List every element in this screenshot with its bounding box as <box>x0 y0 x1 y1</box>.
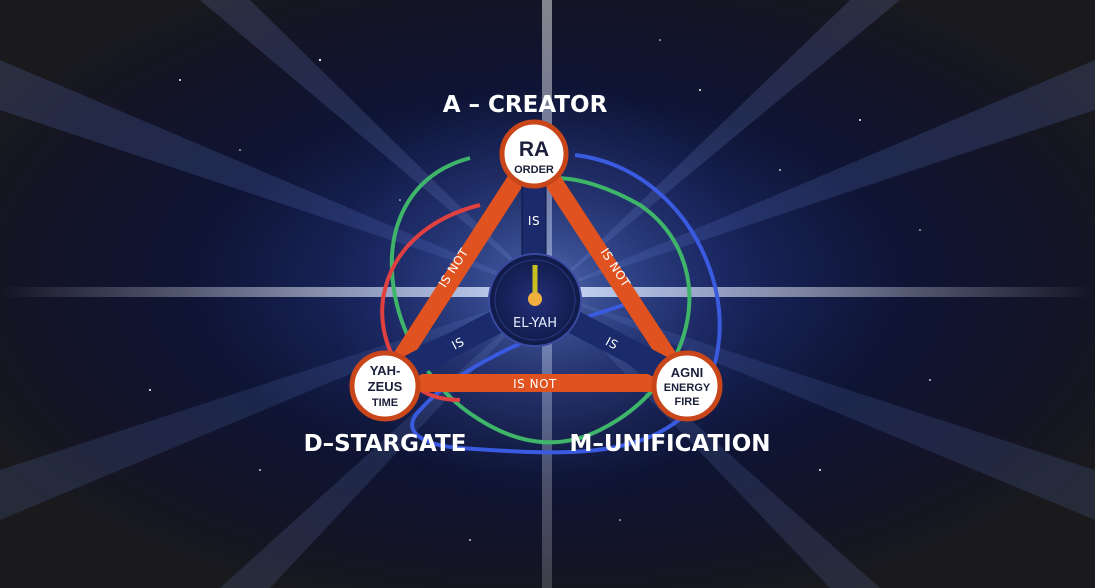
center-label: EL-YAH <box>513 316 557 331</box>
node-top-line2: ORDER <box>514 164 554 176</box>
node-right-line3: FIRE <box>674 396 699 408</box>
node-left: YAH- ZEUS TIME <box>349 350 421 422</box>
triangle-edges <box>376 143 694 392</box>
red-ring <box>380 203 481 402</box>
node-right: AGNI ENERGY FIRE <box>651 350 723 422</box>
orbital-rings <box>380 153 722 455</box>
spoke-right <box>564 309 676 383</box>
node-right-line2: ENERGY <box>664 382 711 394</box>
stars <box>149 39 931 541</box>
label-bottom-left: D–STARGATE <box>304 431 467 457</box>
edge-label-spoke-right: IS <box>603 334 620 352</box>
edge-label-bottom: IS NOT <box>513 377 557 391</box>
edge-top-left <box>376 143 543 392</box>
label-top: A – CREATOR <box>443 92 608 118</box>
node-left-line2: ZEUS <box>368 379 403 394</box>
node-left-line1: YAH- <box>370 363 401 378</box>
blue-ring <box>410 153 722 455</box>
edge-label-spoke-top: IS <box>528 214 540 228</box>
node-top: RA ORDER <box>499 119 569 189</box>
label-bottom-right: M–UNIFICATION <box>569 431 770 457</box>
node-right-line1: AGNI <box>671 365 704 380</box>
green-ring <box>389 156 692 445</box>
edge-top-right <box>525 143 694 392</box>
node-left-line3: TIME <box>372 397 398 409</box>
spoke-left <box>394 309 506 383</box>
node-top-line1: RA <box>519 138 549 161</box>
center-hub: EL-YAH <box>488 253 582 347</box>
center-dot-icon <box>528 292 542 306</box>
edge-label-spoke-left: IS <box>449 334 466 352</box>
